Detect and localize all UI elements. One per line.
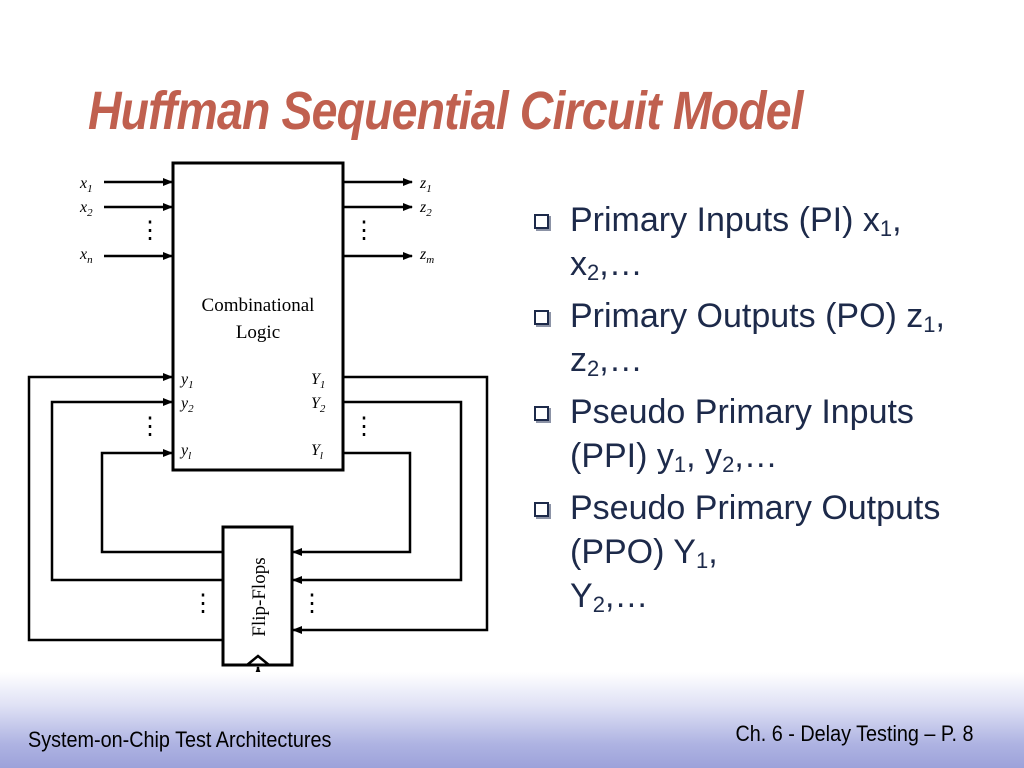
state-in-label-y1: y1: [179, 371, 194, 391]
output-dots: ⋮: [352, 218, 376, 244]
bullet-primary-inputs: Primary Inputs (PI) x1, x2,…: [532, 198, 952, 286]
comb-logic-label-2: Logic: [236, 322, 280, 343]
feedback-wires-right: [292, 375, 489, 634]
footer-band: [0, 672, 1024, 768]
bullet-pseudo-primary-outputs: Pseudo Primary Outputs (PPO) Y1, Y2,…: [532, 486, 952, 618]
footer-page-number: Ch. 6 - Delay Testing – P. 8: [735, 721, 974, 746]
checkbox-bullet-icon: [534, 214, 549, 229]
flip-flops-label: Flip-Flops: [249, 557, 270, 636]
output-label-zm: zm: [419, 246, 434, 266]
bullet-primary-outputs: Primary Outputs (PO) z1, z2,…: [532, 294, 952, 382]
feedback-wires-left: [27, 373, 222, 642]
checkbox-bullet-icon: [534, 502, 549, 517]
slide-title: Huffman Sequential Circuit Model: [88, 81, 804, 141]
state-in-dots: ⋮: [138, 414, 162, 440]
input-label-x1: x1: [79, 175, 93, 195]
input-dots: ⋮: [138, 218, 162, 244]
state-in-label-y2: y2: [179, 395, 194, 415]
checkbox-bullet-icon: [534, 310, 549, 325]
input-label-x2: x2: [79, 199, 93, 219]
primary-output-wires: [344, 178, 413, 260]
checkbox-bullet-icon: [534, 406, 549, 421]
state-in-label-yl: yl: [179, 442, 191, 462]
output-label-z1: z1: [419, 175, 432, 195]
state-out-label-Y2: Y2: [311, 395, 326, 415]
primary-input-wires: [104, 178, 173, 260]
flip-flops-block: [221, 525, 294, 667]
comb-logic-label-1: Combinational: [202, 295, 315, 316]
input-label-xn: xn: [79, 246, 93, 266]
clock-edge-triangle: [246, 654, 270, 666]
ff-right-dots: ⋮: [300, 591, 324, 617]
output-label-z2: z2: [419, 199, 432, 219]
ff-left-dots: ⋮: [191, 591, 215, 617]
state-out-dots: ⋮: [352, 414, 376, 440]
state-out-label-Y1: Y1: [311, 371, 325, 391]
footer-course-title: System-on-Chip Test Architectures: [28, 727, 332, 752]
state-out-label-Yl: Yl: [311, 442, 323, 462]
bullet-pseudo-primary-inputs: Pseudo Primary Inputs (PPI) y1, y2,…: [532, 390, 952, 478]
combinational-logic-block: [171, 161, 345, 472]
bullet-list: Primary Inputs (PI) x1, x2,… Primary Out…: [532, 198, 952, 626]
